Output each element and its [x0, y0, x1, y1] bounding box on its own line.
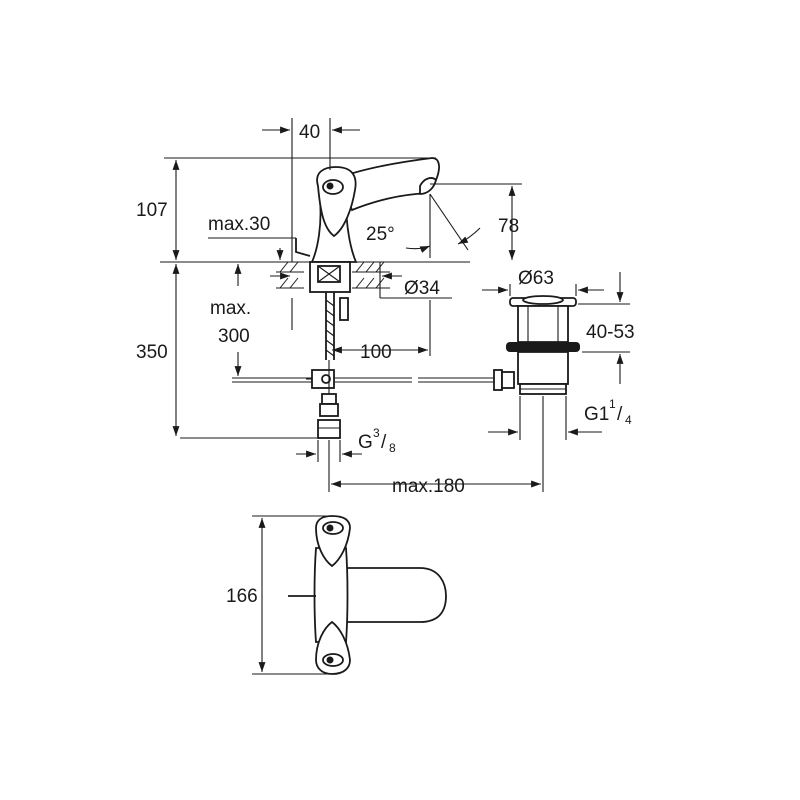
dim-label-25deg: 25°: [366, 224, 395, 245]
svg-text:/: /: [617, 404, 623, 425]
dim-40-53: 40-53: [578, 272, 635, 384]
angle-valve-connector: [317, 360, 341, 439]
pull-rod-assembly: [232, 369, 515, 391]
dim-label-max: max.: [210, 298, 251, 319]
dim-max30: max.30: [208, 214, 296, 260]
dim-label-max30: max.30: [208, 214, 270, 235]
dim-max180: max.180: [328, 396, 544, 497]
faucet-side-view: [295, 157, 440, 263]
dim-100: 100: [332, 300, 431, 363]
faucet-top-view: [288, 515, 447, 675]
dim-dia63: Ø63: [482, 268, 604, 296]
deck-hatching: [279, 261, 385, 289]
svg-text:/: /: [381, 432, 387, 453]
dim-label-dia34: Ø34: [404, 278, 440, 299]
dim-label-78: 78: [498, 216, 519, 237]
dim-label-166: 166: [226, 586, 258, 607]
dim-label-100: 100: [360, 342, 392, 363]
dim-thread-g38: G 3 / 8: [296, 426, 396, 462]
dim-label-max180: max.180: [392, 476, 465, 497]
dim-107: 107: [136, 157, 436, 260]
dim-label-g1-den: 4: [625, 413, 632, 427]
dim-166: 166: [226, 515, 330, 675]
spout-outlet: [419, 177, 437, 195]
dim-label-g1-num: 1: [609, 397, 616, 411]
dim-label-g-den: 8: [389, 441, 396, 455]
dim-label-40: 40: [299, 122, 320, 143]
deck-section: [160, 261, 470, 360]
waste-valve: [506, 295, 580, 395]
pop-up-lever: [295, 238, 311, 257]
dim-label-g1: G1: [584, 404, 609, 425]
dim-78: 78: [430, 183, 522, 260]
dim-350: 350: [136, 264, 318, 439]
dim-dia34: Ø34: [270, 262, 452, 330]
dim-thread-g114: G1 1 / 4: [488, 396, 632, 440]
dim-max300: max. 300: [210, 264, 251, 376]
top-view-spout: [327, 567, 447, 623]
handle-dot: [326, 182, 334, 190]
dim-label-107: 107: [136, 200, 168, 221]
dim-label-40-53: 40-53: [586, 322, 635, 343]
dim-angle-25: 25°: [366, 193, 481, 258]
dim-label-g-num: 3: [373, 426, 380, 440]
dim-label-dia63: Ø63: [518, 268, 554, 289]
dim-label-300: 300: [218, 326, 250, 347]
dim-label-350: 350: [136, 342, 168, 363]
dim-label-g: G: [358, 432, 373, 453]
